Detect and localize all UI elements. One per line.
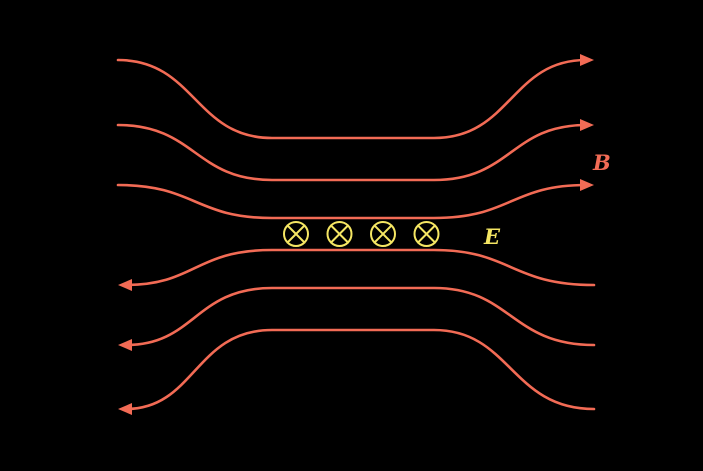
field-line-bottom-inner (124, 248, 596, 287)
electric-field-symbols (283, 221, 440, 247)
arrowhead-bottom-middle (118, 339, 132, 351)
e-field-into-page-symbol (370, 221, 396, 247)
arrowhead-top-inner (580, 179, 594, 191)
arrowhead-bottom-inner (118, 279, 132, 291)
e-field-into-page-symbol (326, 221, 353, 247)
field-line-bottom-outer (124, 328, 596, 411)
e-symbol-cross-stroke (286, 224, 306, 244)
e-field-into-page-symbol (283, 221, 309, 247)
field-line-top-middle (116, 123, 588, 182)
field-line-top-inner (116, 183, 588, 220)
magnetic-field-label: B (592, 150, 611, 175)
e-field-into-page-symbol (413, 221, 440, 247)
e-symbol-circle (370, 221, 396, 247)
e-symbol-cross-stroke (330, 224, 349, 244)
field-line-bottom-middle (124, 286, 596, 347)
e-symbol-circle (326, 221, 353, 247)
e-symbol-circle (413, 221, 440, 247)
field-line-top-outer (116, 58, 588, 140)
arrowhead-bottom-outer (118, 403, 132, 415)
arrowhead-top-outer (580, 54, 594, 66)
e-symbol-cross-stroke (417, 224, 436, 244)
e-symbol-cross-stroke (373, 224, 393, 244)
magnetic-field-lines (116, 54, 596, 415)
e-symbol-circle (283, 221, 309, 247)
electric-field-label: E (483, 224, 501, 249)
arrowhead-top-middle (580, 119, 594, 131)
